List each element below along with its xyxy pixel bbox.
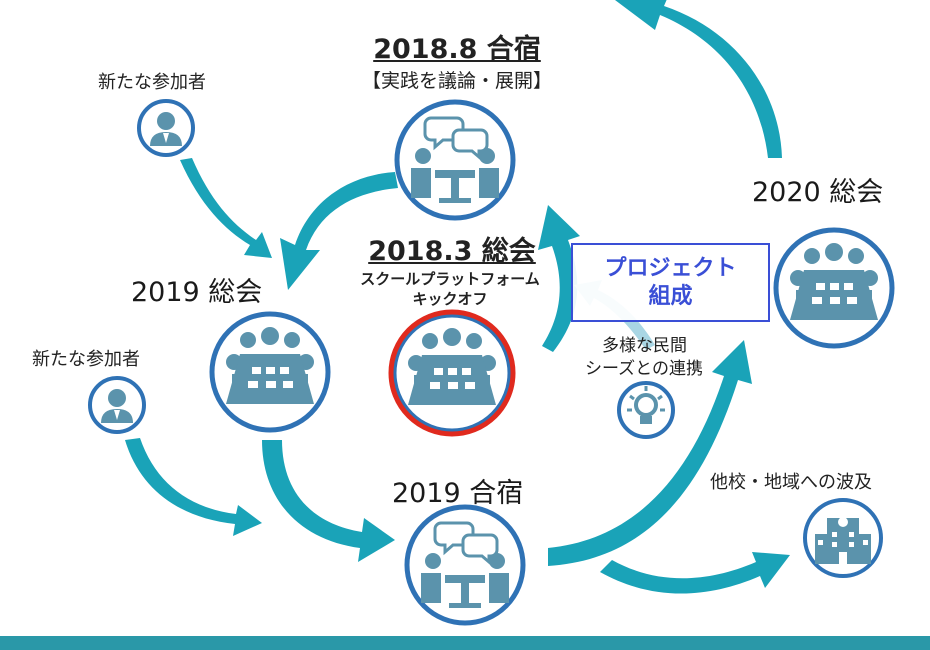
project-box-line2: 組成	[648, 284, 693, 309]
meeting-icon-2018-kickoff	[388, 309, 516, 437]
camp-2018-subtitle: 【実践を議論・展開】	[361, 70, 552, 92]
kickoff-subtitle-line1: スクールプラットフォーム	[360, 270, 540, 288]
assembly-2020-label: 2020 総会	[752, 177, 884, 208]
spread-label: 他校・地域への波及	[710, 472, 872, 493]
meeting-icon-2019-assembly	[212, 314, 328, 430]
arrow-2019camp-to-spread	[600, 552, 790, 594]
camp-2018-title: 2018.8 合宿	[373, 34, 541, 65]
kickoff-2018-title: 2018.3 総会	[368, 236, 536, 267]
discussion-icon-2019-camp	[407, 507, 523, 623]
lightbulb-icon	[617, 381, 675, 439]
footer-bar	[0, 636, 930, 650]
arrow-2018camp-to-2019assembly	[280, 172, 398, 290]
kickoff-subtitle-line2: キックオフ	[412, 290, 488, 308]
private-seeds-line2: シーズとの連携	[585, 359, 703, 379]
school-building-icon	[803, 498, 883, 578]
arrow-newcomer-top	[180, 158, 272, 258]
meeting-icon-2020-assembly	[776, 230, 892, 346]
person-icon-mid	[88, 376, 146, 434]
arrow-2019assembly-to-2019camp	[262, 440, 395, 562]
assembly-2019-label: 2019 総会	[131, 277, 263, 308]
project-formation-box: プロジェクト 組成	[571, 243, 770, 322]
new-participant-top-label: 新たな参加者	[98, 72, 206, 93]
arrow-newcomer-mid	[125, 438, 262, 536]
project-box-line1: プロジェクト	[604, 256, 737, 281]
person-icon-top	[137, 99, 195, 157]
new-participant-mid-label: 新たな参加者	[32, 349, 140, 370]
arrow-kickoff-to-2018camp	[538, 205, 580, 352]
camp-2019-label: 2019 合宿	[392, 478, 524, 509]
arrow-top-loop	[615, 0, 782, 158]
arrow-2019camp-to-2020assembly	[548, 340, 752, 566]
private-seeds-line1: 多様な民間	[602, 336, 687, 356]
discussion-icon-2018-camp	[397, 102, 513, 218]
